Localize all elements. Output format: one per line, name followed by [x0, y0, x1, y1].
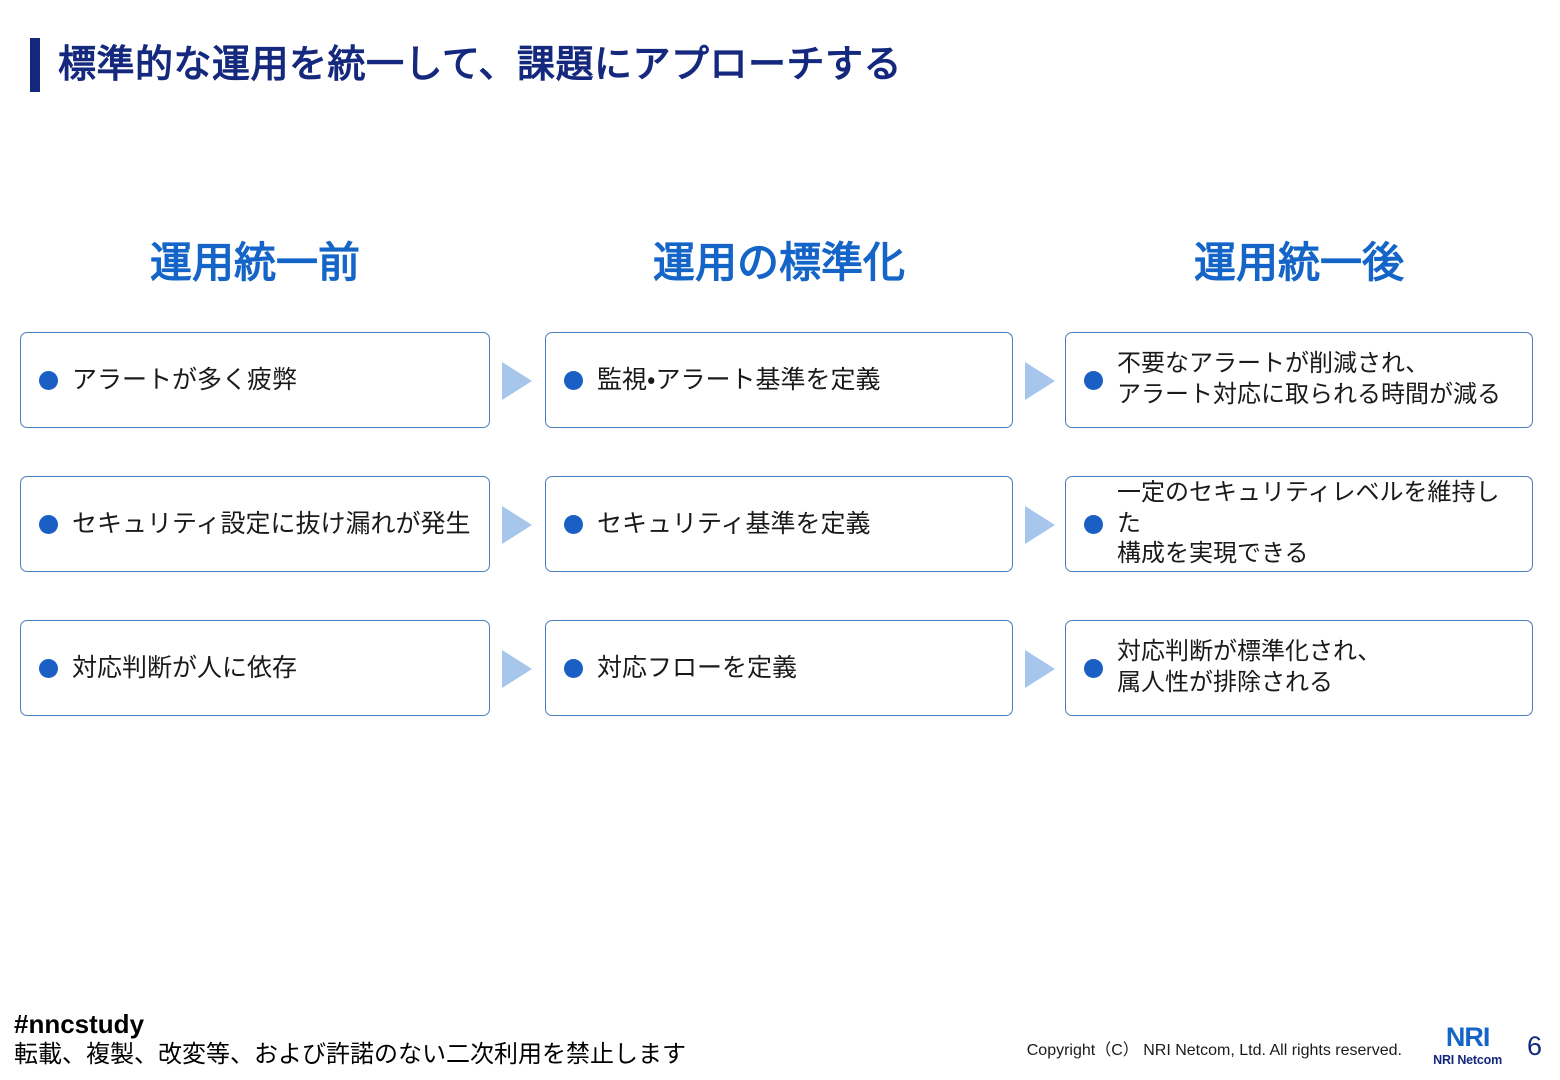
diagram-row: セキュリティ設定に抜け漏れが発生 セキュリティ基準を定義 一定のセキュリティレベ…	[0, 476, 1560, 576]
bullet-icon	[39, 370, 58, 390]
arrow-right-icon	[502, 506, 532, 544]
box-before-3: 対応判断が人に依存	[20, 620, 490, 716]
nri-netcom-logo: NRI NRI Netcom	[1433, 1021, 1502, 1067]
bullet-icon	[39, 658, 58, 678]
usage-notice: 転載、複製、改変等、および許諾のない二次利用を禁止します	[14, 1041, 686, 1068]
box-text: 対応判断が人に依存	[72, 654, 298, 682]
box-standardize-3: 対応フローを定義	[545, 620, 1013, 716]
bullet-icon	[564, 514, 583, 534]
box-after-1: 不要なアラートが削減され、 アラート対応に取られる時間が減る	[1065, 332, 1533, 428]
arrow-right-icon	[1025, 506, 1055, 544]
bullet-icon	[1084, 514, 1103, 534]
box-text: 不要なアラートが削減され、 アラート対応に取られる時間が減る	[1117, 350, 1501, 408]
page-title: 標準的な運用を統一して、課題にアプローチする	[58, 44, 902, 86]
column-headers: 運用統一前 運用の標準化 運用統一後	[0, 239, 1560, 310]
hashtag-label: #nncstudy	[14, 1008, 145, 1039]
arrow-right-icon	[1025, 362, 1055, 400]
bullet-icon	[39, 514, 58, 534]
box-after-3: 対応判断が標準化され、 属人性が排除される	[1065, 620, 1533, 716]
bullet-icon	[1084, 370, 1103, 390]
diagram-row: 対応判断が人に依存 対応フローを定義 対応判断が標準化され、 属人性が排除される	[0, 620, 1560, 720]
arrow-right-icon	[502, 362, 532, 400]
box-after-2: 一定のセキュリティレベルを維持した 構成を実現できる	[1065, 476, 1533, 572]
column-header-before: 運用統一前	[149, 239, 360, 286]
nri-logo-mark: NRI	[1445, 1021, 1490, 1052]
nri-logo-subtitle: NRI Netcom	[1433, 1052, 1502, 1067]
box-text: セキュリティ基準を定義	[597, 510, 871, 538]
box-text: アラートが多く疲弊	[72, 366, 298, 394]
box-text: 対応フローを定義	[597, 654, 798, 682]
box-before-2: セキュリティ設定に抜け漏れが発生	[20, 476, 490, 572]
diagram-rows: アラートが多く疲弊 監視・アラート基準を定義 不要なアラートが削減され、 アラー…	[0, 332, 1560, 720]
bullet-icon	[564, 370, 583, 390]
box-text: 対応判断が標準化され、 属人性が排除される	[1117, 638, 1382, 696]
diagram-row: アラートが多く疲弊 監視・アラート基準を定義 不要なアラートが削減され、 アラー…	[0, 332, 1560, 432]
copyright-text: Copyright（C） NRI Netcom, Ltd. All rights…	[1026, 1042, 1402, 1059]
slide-title-area: 標準的な運用を統一して、課題にアプローチする	[0, 38, 902, 92]
page-number: 6	[1526, 1031, 1542, 1061]
bullet-icon	[564, 658, 583, 678]
arrow-right-icon	[502, 650, 532, 688]
box-text: 一定のセキュリティレベルを維持した 構成を実現できる	[1117, 478, 1500, 568]
footer-left: #nncstudy 転載、複製、改変等、および許諾のない二次利用を禁止します	[14, 1008, 686, 1071]
box-text: セキュリティ設定に抜け漏れが発生	[72, 510, 471, 538]
box-standardize-1: 監視・アラート基準を定義	[545, 332, 1013, 428]
box-before-1: アラートが多く疲弊	[20, 332, 490, 428]
box-standardize-2: セキュリティ基準を定義	[545, 476, 1013, 572]
bullet-icon	[1084, 658, 1103, 678]
process-diagram: 運用統一前 運用の標準化 運用統一後 アラートが多く疲弊 監視・アラート基準を定…	[0, 239, 1560, 764]
arrow-right-icon	[1025, 650, 1055, 688]
column-header-after: 運用統一後	[1193, 239, 1404, 286]
title-accent-bar	[30, 38, 40, 92]
box-text: 監視・アラート基準を定義	[597, 366, 881, 394]
column-header-standardize: 運用の標準化	[652, 239, 905, 286]
